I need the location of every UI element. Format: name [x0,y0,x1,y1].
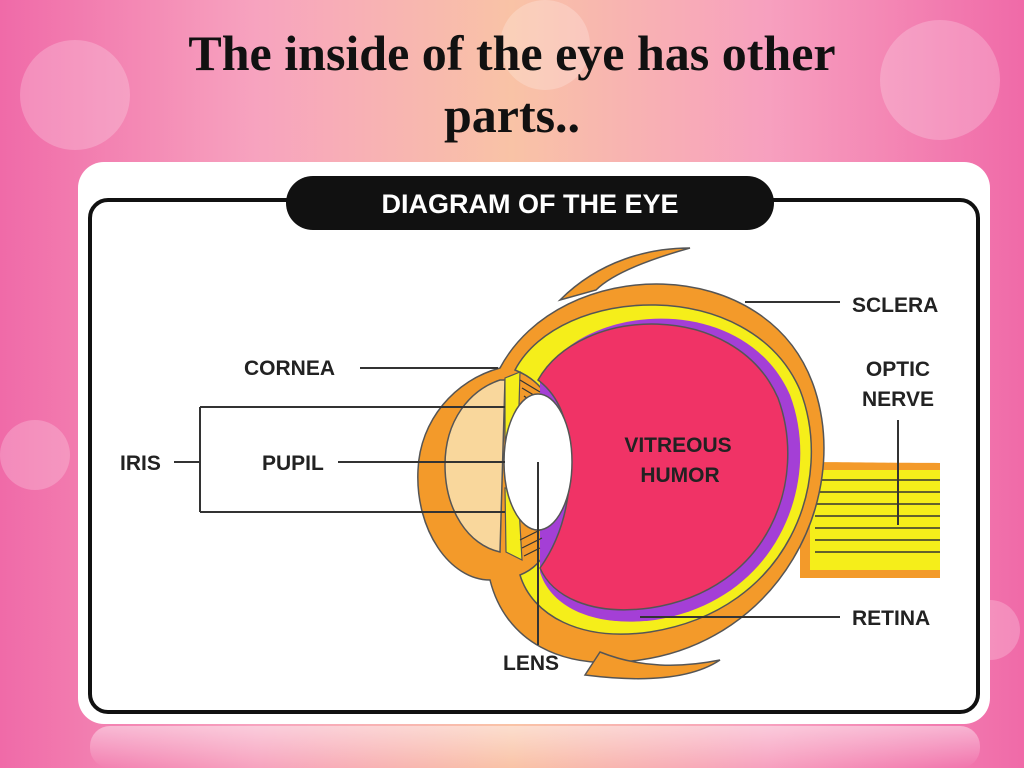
label-pupil: PUPIL [262,452,324,475]
label-vitreous-1: VITREOUS [624,434,731,457]
diagram-title: DIAGRAM OF THE EYE [381,189,678,219]
label-retina: RETINA [852,607,930,630]
label-vitreous-2: HUMOR [640,464,719,487]
background-flower [20,40,130,150]
label-iris: IRIS [120,452,161,475]
cornea [444,379,506,553]
slide-title: The inside of the eye has other parts.. [188,25,836,143]
label-sclera: SCLERA [852,294,938,317]
label-lens: LENS [503,652,559,675]
background-flower [880,20,1000,140]
card-reflection [90,726,980,768]
label-optic-2: NERVE [862,388,934,411]
diagram-title-pill [286,176,774,230]
optic-nerve [800,462,940,578]
background-flower [0,420,70,490]
label-optic-1: OPTIC [866,358,930,381]
background-flower [500,0,590,90]
label-cornea: CORNEA [244,357,335,380]
